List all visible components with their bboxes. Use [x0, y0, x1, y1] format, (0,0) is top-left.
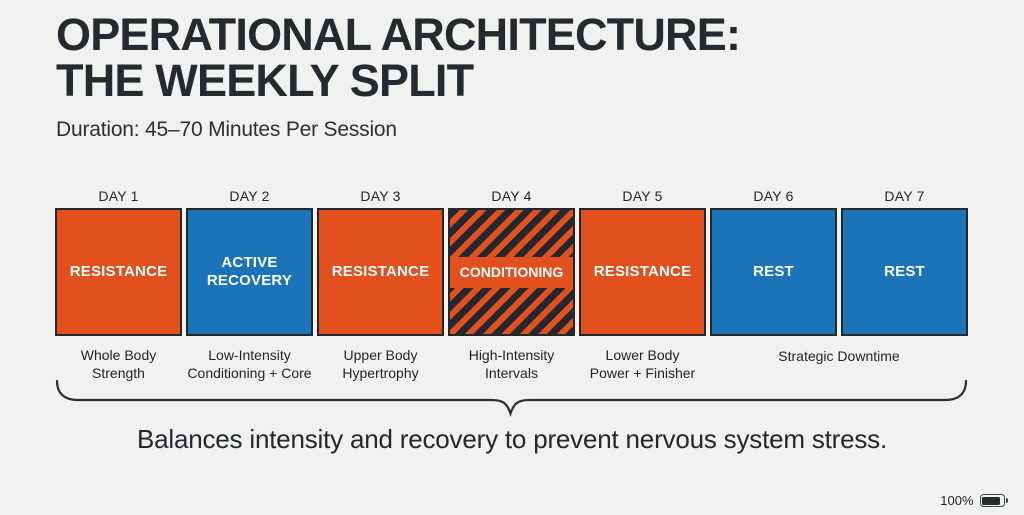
day-detail: Lower Body Power + Finisher — [589, 347, 696, 381]
day-detail: Whole Body Strength — [80, 347, 157, 381]
session-type-label: CONDITIONING — [459, 263, 564, 280]
day-column-1: DAY 1 RESISTANCE Whole Body Strength — [55, 188, 182, 382]
conditioning-label-band: CONDITIONING — [450, 256, 573, 288]
battery-percent-label: 100% — [940, 493, 974, 508]
page-title-line2: THE WEEKLY SPLIT — [56, 55, 474, 106]
day-box-resistance: RESISTANCE — [317, 208, 444, 336]
day-box-resistance: RESISTANCE — [55, 208, 182, 336]
weekly-split-strip: DAY 1 RESISTANCE Whole Body Strength DAY… — [55, 188, 968, 382]
day-box-conditioning-hazard-stripes: CONDITIONING — [448, 208, 575, 336]
status-bar: 100% — [940, 493, 1008, 508]
day-column-5: DAY 5 RESISTANCE Lower Body Power + Fini… — [579, 188, 706, 382]
day-detail: Upper Body Hypertrophy — [342, 347, 419, 381]
day-column-4: DAY 4 CONDITIONING High-Intensity Interv… — [448, 188, 575, 382]
session-type-label: RESISTANCE — [593, 263, 692, 280]
day-detail: High-Intensity Intervals — [468, 347, 555, 381]
page-title-line1: OPERATIONAL ARCHITECTURE: — [56, 9, 741, 60]
session-type-label: REST — [884, 263, 925, 280]
takeaway-text: Balances intensity and recovery to preve… — [136, 424, 887, 454]
day-column-3: DAY 3 RESISTANCE Upper Body Hypertrophy — [317, 188, 444, 382]
session-type-label: ACTIVE RECOVERY — [206, 254, 293, 289]
battery-full-icon — [979, 494, 1008, 507]
slide-header: OPERATIONAL ARCHITECTURE: THE WEEKLY SPL… — [56, 9, 741, 142]
day-box-resistance: RESISTANCE — [579, 208, 706, 336]
day-column-2: DAY 2 ACTIVE RECOVERY Low-Intensity Cond… — [186, 188, 313, 382]
day-label: DAY 2 — [229, 188, 270, 204]
day-column-7: DAY 7 REST — [841, 188, 968, 382]
day-label: DAY 7 — [884, 188, 925, 204]
day-label: DAY 4 — [491, 188, 532, 204]
day-label: DAY 1 — [98, 188, 139, 204]
day-label: DAY 3 — [360, 188, 401, 204]
rest-days-detail: Strategic Downtime — [778, 348, 900, 364]
day-label: DAY 5 — [622, 188, 663, 204]
curly-brace — [55, 379, 968, 417]
day-box-active-recovery: ACTIVE RECOVERY — [186, 208, 313, 336]
day-box-rest: REST — [710, 208, 837, 336]
session-type-label: RESISTANCE — [69, 263, 168, 280]
day-label: DAY 6 — [753, 188, 794, 204]
brace-graphic — [55, 379, 968, 417]
day-box-rest: REST — [841, 208, 968, 336]
session-type-label: REST — [753, 263, 794, 280]
duration-subtitle: Duration: 45–70 Minutes Per Session — [56, 118, 397, 141]
day-detail: Low-Intensity Conditioning + Core — [187, 347, 312, 381]
day-column-6: DAY 6 REST — [710, 188, 837, 382]
page-title: OPERATIONAL ARCHITECTURE: THE WEEKLY SPL… — [56, 9, 741, 106]
session-type-label: RESISTANCE — [331, 263, 430, 280]
